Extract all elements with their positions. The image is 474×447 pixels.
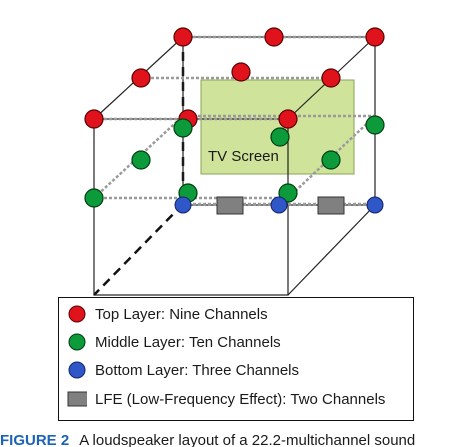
lfe-speaker-left	[216, 196, 244, 215]
caption-text: A loudspeaker layout of a 22.2-multichan…	[79, 432, 416, 447]
figure-number: FIGURE 2	[0, 432, 70, 447]
middle-speaker	[84, 188, 104, 208]
top-speaker	[84, 109, 104, 129]
middle-layer-speakers	[84, 115, 385, 208]
legend-item-top-layer: Top Layer: Nine Channels	[59, 302, 268, 326]
legend-label: Top Layer: Nine Channels	[95, 305, 268, 323]
top-speaker	[264, 27, 284, 47]
gray-rectangle-icon	[67, 390, 87, 408]
top-speaker	[321, 68, 341, 88]
speaker-layout-diagram: TV Screen	[84, 27, 385, 296]
middle-speaker	[278, 183, 298, 203]
middle-speaker	[365, 115, 385, 135]
middle-speaker	[270, 127, 290, 147]
legend-item-middle-layer: Middle Layer: Ten Channels	[59, 330, 281, 354]
middle-speaker	[321, 150, 341, 170]
legend-label: LFE (Low-Frequency Effect): Two Channels	[95, 390, 386, 408]
cube-edge-bottom-right	[287, 204, 376, 296]
middle-speaker	[131, 150, 151, 170]
top-speaker	[131, 68, 151, 88]
bottom-speaker	[366, 196, 384, 214]
legend-item-bottom-layer: Bottom Layer: Three Channels	[59, 358, 299, 382]
bottom-layer-speakers	[174, 196, 384, 214]
middle-speaker	[173, 118, 193, 138]
legend: Top Layer: Nine Channels Middle Layer: T…	[58, 297, 414, 421]
top-speaker	[173, 27, 193, 47]
legend-label: Bottom Layer: Three Channels	[95, 361, 300, 379]
bottom-speaker	[270, 196, 288, 214]
figure-caption: FIGURE 2 A loudspeaker layout of a 22.2-m…	[0, 430, 474, 447]
top-speaker	[365, 27, 385, 47]
tv-screen-label: TV Screen	[208, 148, 279, 165]
top-speaker	[231, 62, 251, 82]
top-speaker	[278, 109, 298, 129]
bottom-speaker	[174, 196, 192, 214]
green-circle-icon	[67, 333, 87, 351]
legend-item-lfe: LFE (Low-Frequency Effect): Two Channels	[59, 387, 385, 411]
lfe-speaker-right	[317, 196, 345, 215]
cube-edge-hidden-diagonal	[93, 203, 184, 296]
top-layer-speakers	[84, 27, 385, 129]
legend-label: Middle Layer: Ten Channels	[95, 333, 281, 351]
blue-circle-icon	[67, 361, 87, 379]
red-circle-icon	[67, 305, 87, 323]
